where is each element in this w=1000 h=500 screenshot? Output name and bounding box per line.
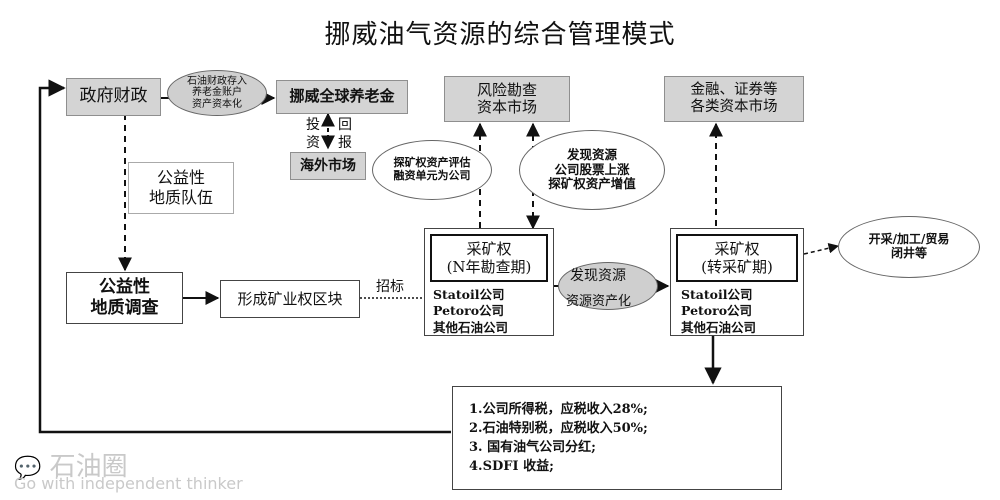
mining-right-2-title: 采矿权 (转采矿期) [676, 234, 798, 282]
gov-finance-box: 政府财政 [66, 78, 161, 116]
tax-item-1: 1.公司所得税，应税收入28%; [469, 402, 648, 417]
tax-revenue-box: 1.公司所得税，应税收入28%; 2.石油特别税，应税收入50%; 3. 国有油… [452, 386, 782, 490]
tax-item-3: 3. 国有油气公司分红; [469, 439, 596, 455]
financial-markets-box: 金融、证券等 各类资本市场 [664, 76, 804, 122]
mining-right-1-companies: Statoil公司 Petoro公司 其他石油公司 [433, 287, 509, 335]
mining-right-2-companies: Statoil公司 Petoro公司 其他石油公司 [681, 287, 757, 335]
arrow-mining2-to-exploit [803, 243, 840, 255]
oil-fund-note: 石油财政存入 养老金账户 资产资本化 [167, 70, 267, 116]
chat-bubble-icon: 💬 [14, 456, 42, 481]
mining-block-box: 形成矿业权区块 [220, 280, 360, 318]
watermark-logo: 💬 石油圈 [14, 446, 128, 483]
tax-item-4: 4.SDFI 收益; [469, 458, 554, 474]
public-geo-survey-box: 公益性 地质调查 [66, 272, 183, 324]
exploitation-note: 开采/加工/贸易 闭井等 [838, 216, 980, 278]
return-label: 回 报 [338, 117, 352, 152]
invest-label: 投 资 [306, 117, 320, 152]
resource-discovery-ellipse [558, 262, 658, 310]
discover-resources-label: 发现资源 [570, 268, 626, 284]
asset-assessment-note: 探矿权资产评估 融资单元为公司 [372, 140, 492, 200]
public-geo-team-box: 公益性 地质队伍 [128, 162, 234, 214]
tax-item-2: 2.石油特别税，应税收入50%; [469, 420, 648, 436]
mining-right-1-group: 采矿权 (N年勘查期) Statoil公司 Petoro公司 其他石油公司 [424, 228, 554, 336]
pension-box: 挪威全球养老金 [276, 80, 408, 114]
watermark-slogan: Go with independent thinker [14, 474, 243, 493]
arrow-tax-to-gov [38, 79, 451, 434]
mining-right-2-group: 采矿权 (转采矿期) Statoil公司 Petoro公司 其他石油公司 [670, 228, 804, 336]
watermark-logo-text: 石油圈 [49, 452, 128, 482]
overseas-market-box: 海外市场 [290, 152, 366, 180]
bid-label: 招标 [376, 279, 404, 295]
risk-capital-market-box: 风险勘查 资本市场 [444, 76, 570, 122]
page-title: 挪威油气资源的综合管理模式 [324, 20, 676, 50]
resource-capitalization-label: 资源资产化 [566, 294, 632, 309]
discovery-note: 发现资源 公司股票上涨 探矿权资产增值 [519, 130, 665, 210]
mining-right-1-title: 采矿权 (N年勘查期) [430, 234, 548, 282]
